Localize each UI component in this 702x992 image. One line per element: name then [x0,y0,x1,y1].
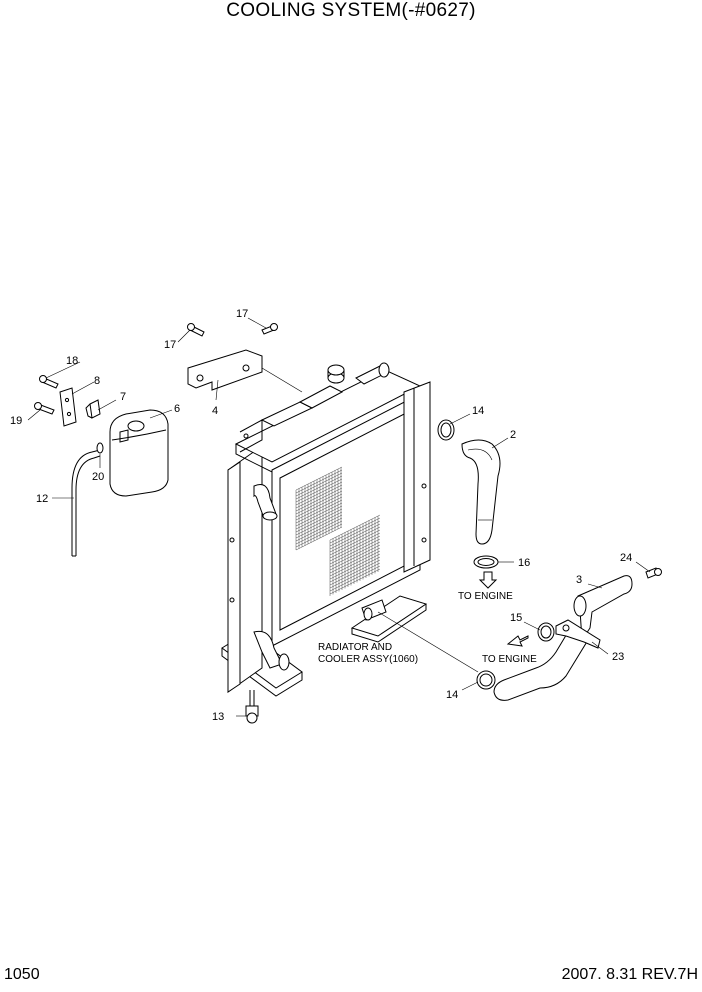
pipe-bracket-23 [555,619,601,649]
callout-17a: 17 [236,308,248,320]
radiator-assembly [221,362,431,697]
callout-16: 16 [518,557,530,569]
callout-15: 15 [510,612,522,624]
clip-7 [85,399,101,419]
arrow-to-engine-2 [506,635,529,647]
callout-24: 24 [620,552,632,564]
diagram-notes: TO ENGINE TO ENGINE RADIATOR AND COOLER … [318,591,537,665]
callout-8: 8 [94,375,100,387]
page-title: COOLING SYSTEM(-#0627) [226,0,476,21]
revision-date: 2007. 8.31 REV.7H [561,966,698,983]
callout-4: 4 [212,405,218,417]
callout-3: 3 [576,574,582,586]
core-mesh [295,466,381,596]
clamp-15 [537,622,555,642]
radiator-note-line2: COOLER ASSY(1060) [318,654,418,665]
callout-23: 23 [612,651,624,663]
clamp-16 [473,555,499,569]
bolt-13 [245,690,259,724]
page-number: 1050 [4,966,40,983]
bolt-18 [39,375,59,389]
callout-14b: 14 [446,689,458,701]
reservoir-tank [109,409,169,497]
leader-lines [27,317,651,717]
callout-7: 7 [120,391,126,403]
callout-2: 2 [510,429,516,441]
callout-20: 20 [92,471,104,483]
callout-6: 6 [174,403,180,415]
callout-19: 19 [10,415,22,427]
radiator-note-line1: RADIATOR AND [318,642,392,653]
bolt-17a [187,323,205,337]
upper-hose [461,439,501,545]
bolt-24 [645,567,662,579]
callout-labels: 17 17 4 18 8 7 6 19 20 12 13 14 2 16 3 2… [10,308,632,723]
bolt-19 [34,402,55,415]
callout-18: 18 [66,355,78,367]
upper-bracket [187,349,303,393]
callout-12: 12 [36,493,48,505]
clamp-20 [96,442,104,454]
lower-pipe [493,575,633,701]
clamp-14b [476,670,496,690]
clamp-14a [437,419,455,441]
bolt-17b [261,323,278,335]
callout-17b: 17 [164,339,176,351]
callout-13: 13 [212,711,224,723]
plate-bracket [59,387,77,427]
overflow-hose [71,449,101,557]
to-engine-note-2: TO ENGINE [482,654,537,665]
callout-14a: 14 [472,405,484,417]
arrow-to-engine-1 [478,571,498,589]
to-engine-note-1: TO ENGINE [458,591,513,602]
